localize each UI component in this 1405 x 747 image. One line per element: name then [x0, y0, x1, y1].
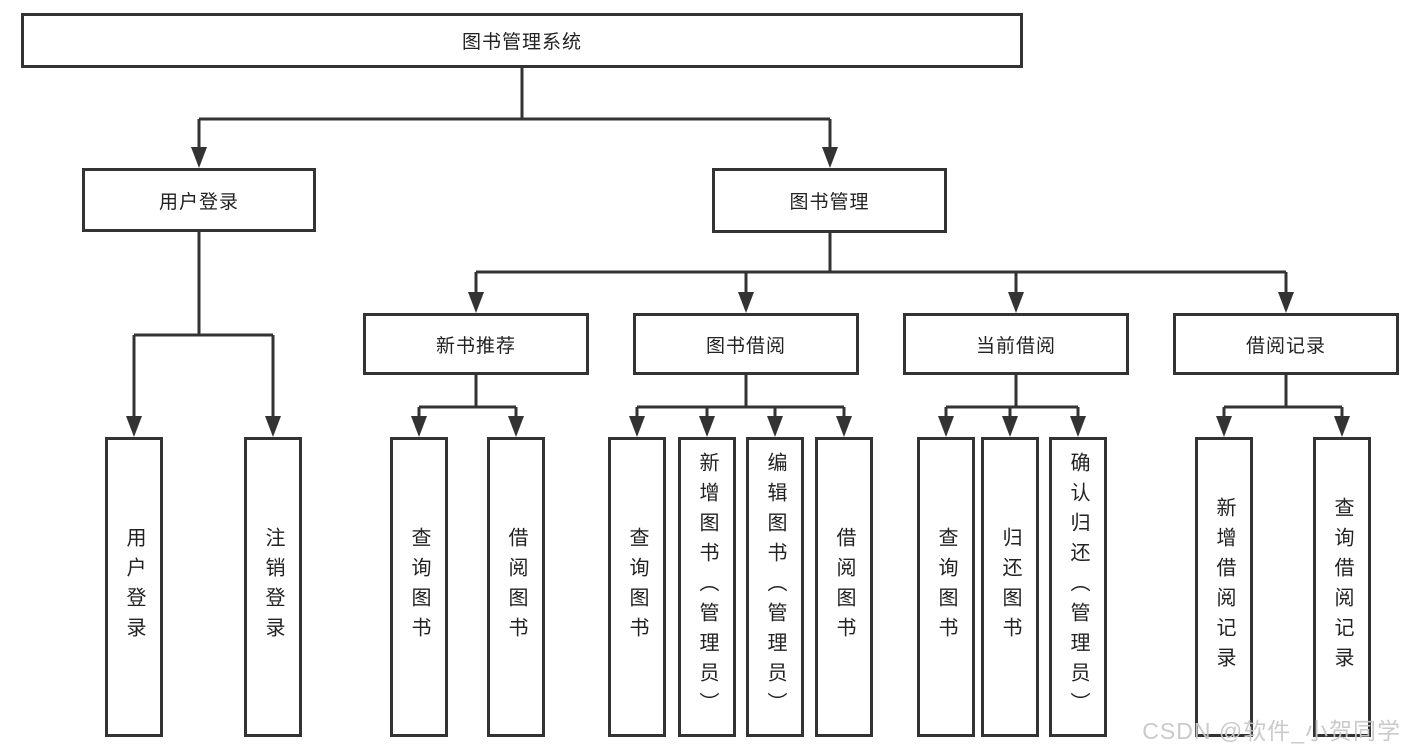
arrow-down-icon: [411, 416, 427, 437]
leaf-cb-return-books: 归还图书: [981, 437, 1039, 737]
node-current-borrow: 当前借阅: [903, 313, 1129, 375]
arrow-down-icon: [1278, 292, 1294, 313]
leaf-bb-add-books-admin: 新增图书（管理员）: [678, 437, 736, 737]
node-new-book-recommend: 新书推荐: [363, 313, 589, 375]
leaf-bb-borrow-books: 借阅图书: [815, 437, 873, 737]
arrow-down-icon: [1002, 416, 1018, 437]
leaf-nbr-query-books: 查询图书: [390, 437, 448, 737]
node-user-login: 用户登录: [82, 168, 316, 232]
arrow-down-icon: [265, 416, 281, 437]
arrow-down-icon: [1334, 416, 1350, 437]
leaf-bb-query-books: 查询图书: [608, 437, 666, 737]
leaf-br-query-record: 查询借阅记录: [1313, 437, 1371, 737]
leaf-cb-query-books: 查询图书: [917, 437, 975, 737]
leaf-cb-confirm-return-admin: 确认归还（管理员）: [1049, 437, 1107, 737]
leaf-bb-edit-books-admin: 编辑图书（管理员）: [746, 437, 804, 737]
node-book-management: 图书管理: [712, 168, 947, 233]
arrow-down-icon: [767, 416, 783, 437]
leaf-nbr-borrow-books: 借阅图书: [487, 437, 545, 737]
node-book-borrow: 图书借阅: [633, 313, 859, 375]
csdn-watermark: CSDN @软件_小贺同学: [1142, 718, 1401, 744]
arrow-down-icon: [629, 416, 645, 437]
arrow-down-icon: [836, 416, 852, 437]
arrow-down-icon: [1070, 416, 1086, 437]
leaf-user-login: 用户登录: [105, 437, 163, 737]
node-borrow-records: 借阅记录: [1173, 313, 1399, 375]
arrow-down-icon: [822, 147, 838, 168]
arrow-down-icon: [508, 416, 524, 437]
arrow-down-icon: [1008, 292, 1024, 313]
arrow-down-icon: [126, 416, 142, 437]
node-root-system: 图书管理系统: [21, 13, 1023, 68]
arrow-down-icon: [1216, 416, 1232, 437]
leaf-logout: 注销登录: [244, 437, 302, 737]
arrow-down-icon: [738, 292, 754, 313]
arrow-down-icon: [191, 147, 207, 168]
arrow-down-icon: [468, 292, 484, 313]
arrow-down-icon: [699, 416, 715, 437]
arrow-down-icon: [938, 416, 954, 437]
leaf-br-add-record: 新增借阅记录: [1195, 437, 1253, 737]
